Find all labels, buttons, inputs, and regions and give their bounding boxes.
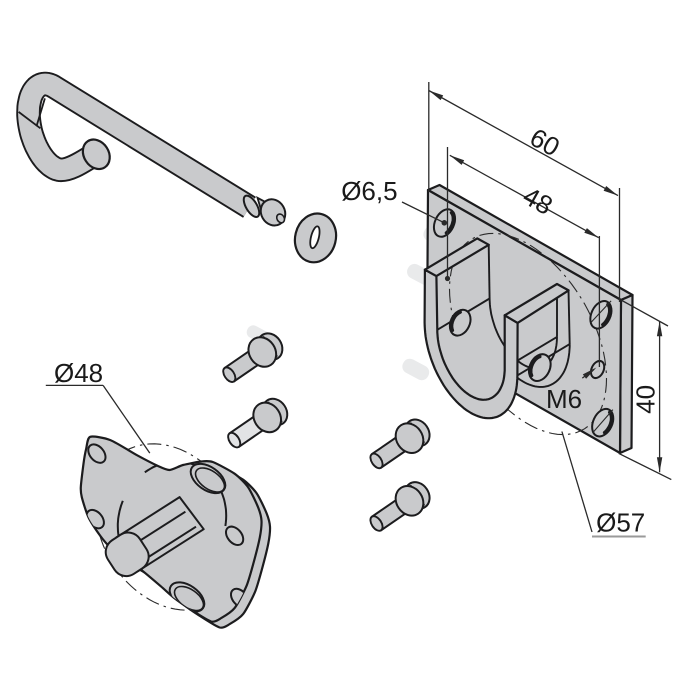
svg-text:Ø6,5: Ø6,5 <box>341 176 397 206</box>
svg-text:40: 40 <box>631 385 661 414</box>
svg-text:M6: M6 <box>546 384 582 414</box>
svg-text:Ø57: Ø57 <box>596 507 645 537</box>
svg-text:Ø48: Ø48 <box>54 358 103 388</box>
